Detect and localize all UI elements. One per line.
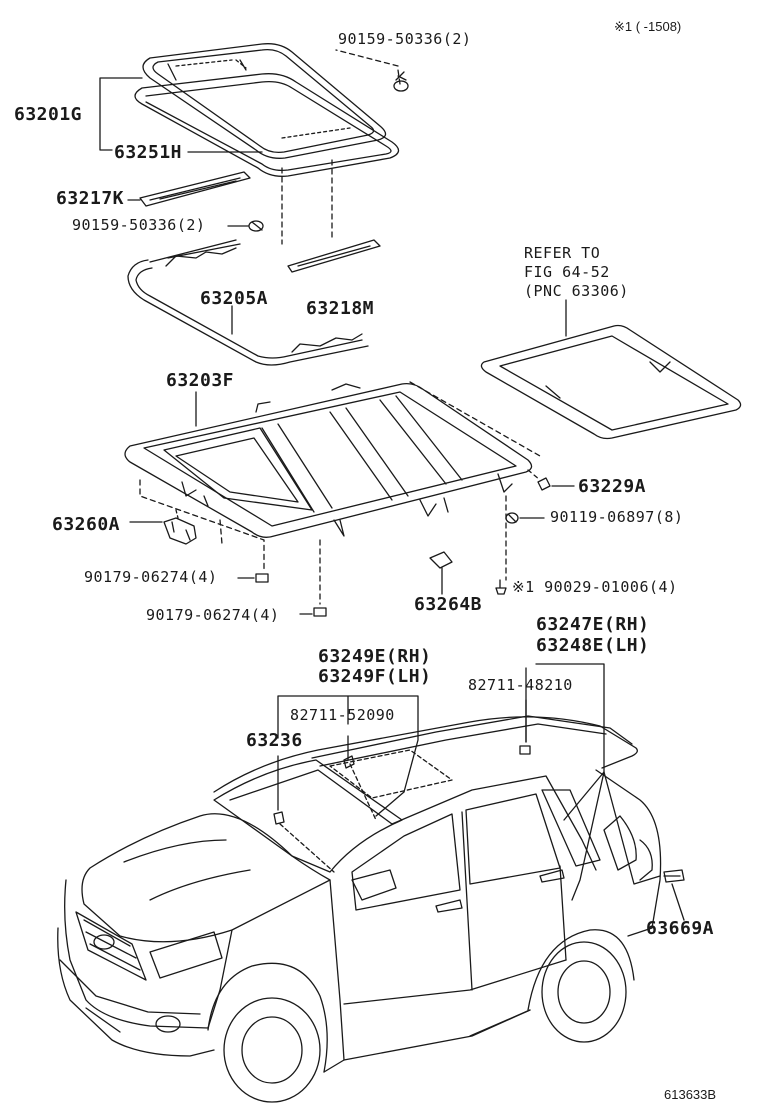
label-82711-48210: 82711-48210: [468, 676, 573, 694]
sunshade-panel: [480, 324, 742, 440]
label-63217K: 63217K: [56, 188, 125, 209]
bolt-90029: [495, 579, 507, 595]
label-63218M: 63218M: [306, 298, 375, 319]
deflector-63218M: [287, 239, 381, 273]
label-82711-52090: 82711-52090: [290, 706, 395, 724]
label-63203F: 63203F: [166, 370, 235, 391]
clip-63264B: [429, 551, 453, 569]
connector-63669A: [663, 869, 685, 883]
label-63251H: 63251H: [114, 142, 183, 163]
label-63205A: 63205A: [200, 288, 269, 309]
bolt-90159-top: [393, 71, 409, 92]
footer-code: 613633B: [664, 1087, 717, 1102]
sunroof-housing-63203F: [124, 382, 533, 538]
bolt-90159-mid: [248, 220, 264, 232]
label-90179-b: 90179-06274(4): [146, 606, 280, 624]
bolt-90119: [505, 512, 519, 524]
label-refer-3: (PNC 63306): [524, 282, 629, 300]
nut-90179-b: [313, 607, 327, 617]
nut-90179-a: [255, 573, 269, 583]
vehicle-outline: [57, 715, 662, 1103]
label-90159-mid: 90159-50336(2): [72, 216, 206, 234]
leader-63201G: [99, 77, 143, 151]
clip-63229A: [537, 477, 551, 491]
label-63260A: 63260A: [52, 514, 121, 535]
label-63249E: 63249E(RH): [318, 646, 432, 667]
sunroof-glass-panel: [142, 43, 387, 159]
clip-82711-48210: [519, 745, 531, 755]
clip-63236: [273, 811, 285, 825]
label-90119: 90119-06897(8): [550, 508, 684, 526]
label-90179-a: 90179-06274(4): [84, 568, 218, 586]
drip-channel-63205A: [127, 239, 369, 366]
header-note: ※1 ( -1508): [614, 19, 682, 34]
label-63201G: 63201G: [14, 104, 83, 125]
glass-weatherstrip: [134, 73, 400, 177]
label-63247E: 63247E(RH): [536, 614, 650, 635]
motor-63260A: [163, 517, 197, 545]
label-90159-top: 90159-50336(2): [338, 30, 472, 48]
label-63264B: 63264B: [414, 594, 483, 615]
clip-82711-52090: [343, 755, 355, 769]
vehicle-leaders: [277, 663, 685, 921]
label-refer-2: FIG 64-52: [524, 263, 610, 281]
label-63248E: 63248E(LH): [536, 635, 650, 656]
label-90029: ※1 90029-01006(4): [512, 578, 678, 596]
label-63249F: 63249F(LH): [318, 666, 432, 687]
label-63236: 63236: [246, 730, 303, 751]
leader-90159-top: [335, 49, 401, 85]
label-63229A: 63229A: [578, 476, 647, 497]
label-63669A: 63669A: [646, 918, 715, 939]
label-refer-1: REFER TO: [524, 244, 601, 262]
deflector-63217K: [139, 171, 251, 207]
